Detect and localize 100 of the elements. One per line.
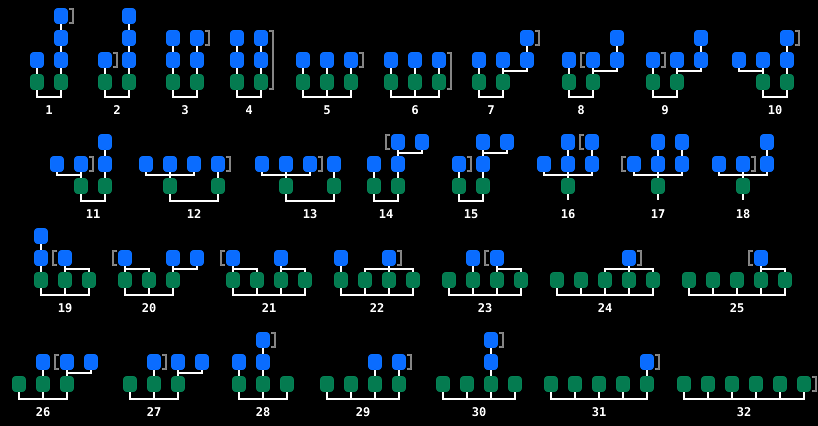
tree-node — [123, 376, 137, 392]
tree-node — [675, 156, 689, 172]
figure-number: 31 — [592, 405, 606, 419]
tree-node — [780, 52, 794, 68]
connector-line — [482, 150, 508, 156]
tree-node — [760, 156, 774, 172]
connector-line — [442, 392, 468, 400]
tree-node — [327, 178, 341, 194]
connector-line — [148, 288, 174, 296]
tree-node — [476, 156, 490, 172]
tree-node — [190, 30, 204, 46]
connector-line — [36, 68, 38, 74]
figure-number: 7 — [487, 103, 495, 117]
tree-node — [616, 376, 630, 392]
connector-line — [261, 172, 287, 178]
tree-node — [780, 74, 794, 90]
tree-node — [514, 272, 528, 288]
connector-line — [762, 90, 788, 98]
tree-node — [122, 52, 136, 68]
tree-node — [466, 272, 480, 288]
tree-node — [122, 8, 136, 24]
figure-number: 30 — [472, 405, 486, 419]
connector-line — [124, 288, 150, 296]
connector-line — [364, 288, 390, 296]
tree-node — [520, 30, 534, 46]
tree-node — [118, 272, 132, 288]
connector-line — [448, 288, 474, 296]
tree-node — [98, 74, 112, 90]
tree-node — [675, 134, 689, 150]
figure-number: 10 — [768, 103, 782, 117]
connector-line — [285, 194, 335, 202]
tree-node — [415, 134, 429, 150]
connector-line — [60, 24, 62, 30]
tree-node — [166, 30, 180, 46]
tree-node — [34, 250, 48, 266]
tree-node — [98, 134, 112, 150]
tree-node — [442, 272, 456, 288]
tree-node — [303, 156, 317, 172]
tree-node — [778, 272, 792, 288]
tree-node — [622, 272, 636, 288]
tree-node — [296, 74, 310, 90]
tree-node — [725, 376, 739, 392]
tree-node — [452, 156, 466, 172]
connector-line — [350, 392, 376, 400]
connector-line — [414, 90, 440, 98]
tree-node — [627, 156, 641, 172]
connector-line — [438, 68, 440, 74]
connector-line — [567, 194, 569, 200]
tree-node — [694, 30, 708, 46]
figure-number: 2 — [113, 103, 121, 117]
figure-number: 22 — [370, 301, 384, 315]
figure-number: 24 — [598, 301, 612, 315]
tree-node — [391, 134, 405, 150]
connector-line — [652, 68, 654, 74]
tree-node — [472, 74, 486, 90]
tree-node — [60, 354, 74, 370]
tree-node — [368, 354, 382, 370]
tree-node — [736, 178, 750, 194]
tree-node — [452, 178, 466, 194]
tree-node — [610, 52, 624, 68]
tree-node — [749, 376, 763, 392]
connector-line — [646, 370, 648, 376]
figure-number: 27 — [146, 405, 162, 419]
connector-line — [657, 150, 659, 156]
connector-line — [18, 392, 44, 400]
tree-node — [327, 156, 341, 172]
tree-node — [736, 156, 750, 172]
tree-node — [147, 354, 161, 370]
tree-node — [279, 178, 293, 194]
connector-line — [472, 288, 498, 296]
tree-node — [391, 156, 405, 172]
tree-node — [320, 74, 334, 90]
connector-line — [374, 370, 376, 376]
tree-node — [677, 376, 691, 392]
tree-node — [190, 250, 204, 266]
connector-line — [333, 172, 335, 178]
tree-node — [256, 354, 270, 370]
tree-node — [139, 156, 153, 172]
tree-node — [30, 74, 44, 90]
connector-line — [490, 392, 516, 400]
tree-node — [496, 74, 510, 90]
tree-node — [334, 272, 348, 288]
tree-node — [773, 376, 787, 392]
tree-node — [274, 272, 288, 288]
tree-node — [230, 74, 244, 90]
connector-line — [238, 370, 240, 376]
connector-line — [104, 90, 130, 98]
connector-line — [40, 244, 42, 250]
tree-node — [74, 178, 88, 194]
tree-node — [58, 272, 72, 288]
tree-node — [712, 156, 726, 172]
tree-node — [466, 250, 480, 266]
connector-line — [340, 288, 366, 296]
figure-number: 26 — [36, 405, 50, 419]
connector-line — [550, 392, 576, 400]
tree-node — [382, 250, 396, 266]
connector-line — [760, 288, 786, 296]
connector-line — [128, 24, 130, 30]
tree-node — [34, 272, 48, 288]
connector-line — [398, 370, 400, 376]
